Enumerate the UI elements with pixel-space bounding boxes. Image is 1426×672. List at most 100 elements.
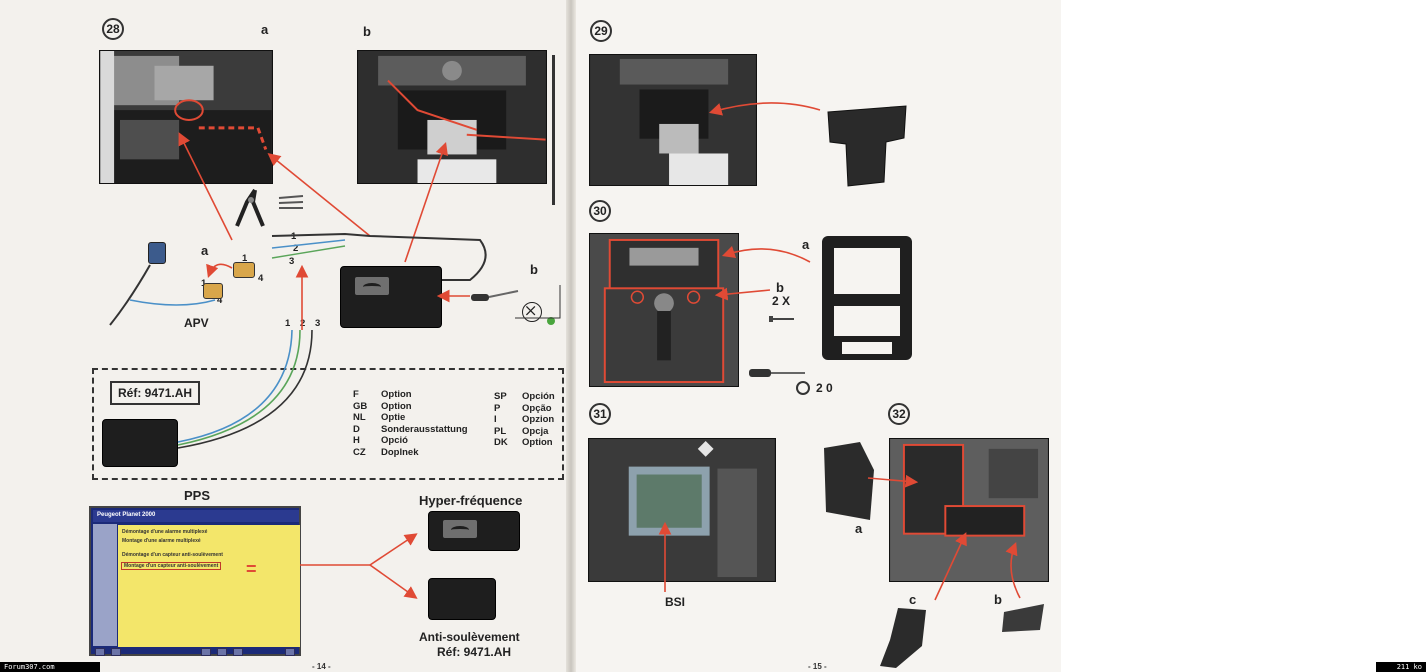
step-31-bsi-label: BSI bbox=[665, 595, 686, 609]
options-left-row: CZ Doplnek bbox=[353, 447, 468, 459]
anti-lift-title: Anti-soulèvement bbox=[419, 630, 520, 644]
connector-yellow-b bbox=[203, 283, 223, 299]
ground-screw-icon bbox=[522, 302, 542, 322]
photo-step-30-gear bbox=[589, 233, 739, 387]
options-left-label: Sonderausstattung bbox=[381, 423, 468, 435]
console-bezel-part-30 bbox=[820, 234, 914, 362]
terminals-icon bbox=[277, 194, 305, 212]
pps-line-3[interactable]: Démontage d'un capteur anti-soulèvement bbox=[122, 552, 223, 558]
options-left-row: GB Option bbox=[353, 401, 468, 413]
step-31-badge: 31 bbox=[589, 403, 611, 425]
photo-step-29-console bbox=[589, 54, 757, 186]
step-30-label-a: a bbox=[802, 237, 810, 252]
step-28-label-b: b bbox=[363, 24, 371, 39]
green-ground-dot bbox=[547, 317, 555, 325]
cable-tie-icon bbox=[552, 55, 555, 205]
wires-label-3: 3 bbox=[315, 318, 321, 329]
options-right-label: Opción bbox=[522, 391, 555, 402]
pps-button-3[interactable] bbox=[201, 648, 211, 656]
options-left-code: GB bbox=[353, 400, 368, 412]
photo-step-32-image bbox=[890, 439, 1048, 581]
photo-step-32-trim bbox=[889, 438, 1049, 582]
pps-line-4-selected[interactable]: Montage d'un capteur anti-soulèvement bbox=[121, 562, 222, 570]
step-30-quantity: 2 X bbox=[772, 294, 791, 308]
step-29-badge: 29 bbox=[590, 20, 612, 42]
screwdriver-icon bbox=[470, 288, 520, 304]
ground-label-b: b bbox=[530, 262, 538, 277]
footer-size-label: 211 ko bbox=[1376, 662, 1426, 672]
step-32-label-c: c bbox=[909, 592, 917, 607]
pps-button-5[interactable] bbox=[233, 648, 243, 656]
options-left-code: D bbox=[353, 423, 360, 435]
connector-blue bbox=[148, 242, 166, 264]
options-right-code: SP bbox=[494, 391, 507, 402]
options-right-label: Opcja bbox=[522, 425, 549, 437]
photo-step-31-image bbox=[589, 439, 775, 581]
connector-yellow bbox=[233, 262, 255, 278]
step-30-label-b: b bbox=[776, 280, 784, 295]
wires-label-2: 2 bbox=[300, 318, 306, 329]
pps-line-1[interactable]: Démontage d'une alarme multiplexé bbox=[122, 529, 208, 535]
options-left-label: Optie bbox=[381, 412, 406, 424]
options-right-row: SP Opción bbox=[494, 391, 555, 403]
options-left-label: Option bbox=[381, 400, 412, 412]
options-left-label: Option bbox=[381, 389, 412, 400]
trim-part-32-a bbox=[820, 440, 876, 522]
step-32-label-b: b bbox=[994, 592, 1002, 607]
step-30-badge: 30 bbox=[589, 200, 611, 222]
apv-label: APV bbox=[184, 316, 209, 330]
pps-screen-sidebar bbox=[93, 524, 117, 646]
harness-pin-2: 2 bbox=[293, 243, 299, 254]
step-30-torx-size: 2 0 bbox=[816, 381, 833, 395]
screw-icon bbox=[769, 309, 795, 322]
pps-screen-title: Peugeot Planet 2000 bbox=[93, 510, 299, 522]
screwdriver-icon-30 bbox=[748, 365, 806, 381]
connector-pin-1: 1 bbox=[242, 253, 248, 264]
options-right-label: Opzion bbox=[522, 414, 555, 426]
alarm-module-hyperfrequency bbox=[340, 266, 442, 328]
pps-line-2[interactable]: Montage d'une alarme multiplexé bbox=[122, 538, 201, 544]
trim-part-32-b bbox=[1000, 602, 1046, 634]
photo-center-console-image bbox=[358, 51, 546, 183]
page-number-left: - 14 - bbox=[312, 662, 331, 671]
pps-button-1[interactable] bbox=[95, 648, 105, 656]
options-left-label: Doplnek bbox=[381, 446, 419, 458]
anti-lift-reference: Réf: 9471.AH bbox=[437, 645, 512, 659]
options-left-code: CZ bbox=[353, 446, 366, 458]
photo-step-29-image bbox=[590, 55, 756, 185]
options-right-code: PL bbox=[494, 425, 507, 437]
options-left-code: F bbox=[353, 389, 359, 400]
option-dashed-box bbox=[92, 368, 564, 480]
hyperfrequency-module bbox=[428, 511, 520, 551]
pps-button-6[interactable] bbox=[285, 648, 295, 656]
footer-site-label: Forum307.com bbox=[0, 662, 100, 672]
pps-button-2[interactable] bbox=[111, 648, 121, 656]
torx-icon bbox=[796, 381, 810, 395]
photo-dashboard-left-image bbox=[100, 51, 272, 183]
page-number-right: - 15 - bbox=[808, 662, 827, 671]
options-left-label: Opció bbox=[381, 435, 408, 447]
book-spine bbox=[566, 0, 576, 672]
pps-screen: Peugeot Planet 2000 Démontage d'une alar… bbox=[89, 506, 301, 656]
options-right-row: PL Opcja bbox=[494, 426, 555, 438]
options-right-label: Option bbox=[522, 437, 553, 449]
options-right-row: I Opzion bbox=[494, 414, 555, 426]
options-right-label: Opção bbox=[522, 402, 552, 414]
harness-pin-1: 1 bbox=[291, 231, 297, 242]
crimp-tool-icon bbox=[233, 188, 267, 228]
trim-part-32-c bbox=[878, 606, 930, 670]
connector-label-a: a bbox=[201, 243, 209, 258]
photo-dashboard-left bbox=[99, 50, 273, 184]
options-right-code: P bbox=[494, 402, 501, 414]
connector-pin-4: 4 bbox=[258, 273, 264, 284]
step-32-label-a: a bbox=[855, 521, 863, 536]
pps-button-4[interactable] bbox=[217, 648, 227, 656]
options-right-row: P Opção bbox=[494, 403, 555, 415]
options-right-code: I bbox=[494, 414, 497, 426]
